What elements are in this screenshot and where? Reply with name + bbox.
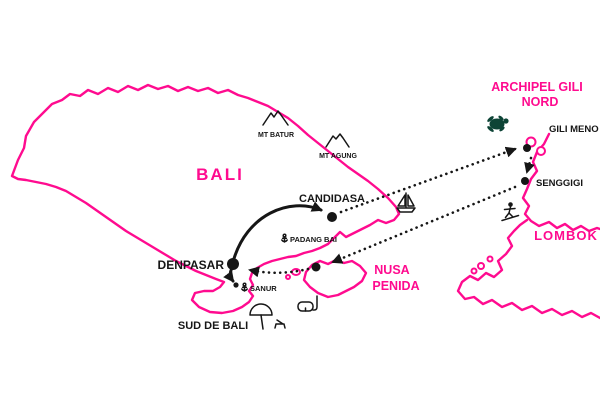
label-mt-agung: MT AGUNG [319,153,357,160]
route-senggigi-nusapenida [331,185,517,264]
label-bali: BALI [196,165,244,184]
label-lombok: LOMBOK [534,228,598,243]
label-archipel-gili-line1: ARCHIPEL GILI [491,80,582,94]
label-nusa-penida-line1: NUSA [374,263,409,277]
label-senggigi: SENGGIGI [536,178,583,189]
marker-nusa-penida [311,262,321,272]
mountain-icon [325,133,350,148]
nusa-ceningan-islet [285,274,291,280]
lombok-islet-3 [470,267,478,275]
label-sud-de-bali: SUD DE BALI [178,320,248,332]
label-candidasa: CANDIDASA [299,193,365,205]
mountain-icon [262,110,289,126]
label-nusa-penida-line2: PENIDA [372,279,419,293]
surfer-icon [501,202,520,222]
lombok-south-coast [456,218,600,320]
label-sanur: SANUR [250,284,277,293]
gili-island-2 [536,146,546,156]
marker-senggigi [521,177,529,185]
label-gili-meno: GILI MENO [549,124,599,135]
label-mt-batur: MT BATUR [258,132,294,139]
bali-island-outline [10,83,401,315]
lombok-islet-2 [486,255,494,263]
anchor-icon [241,282,248,292]
gili-island-1 [525,136,537,148]
marker-sanur [233,282,239,288]
beach-umbrella-icon [249,303,286,330]
marker-gili-meno [523,144,531,152]
route-nusapenida-denpasar [248,266,310,278]
sailboat-icon [396,192,416,213]
lombok-islet-1 [477,262,485,270]
marker-denpasar [227,258,239,270]
snorkel-mask-icon [297,295,318,312]
anchor-icon [281,233,288,243]
route-gilimeno-senggigi [524,156,535,174]
label-archipel-gili-line2: NORD [522,95,559,109]
label-padang-bai: PADANG BAI [290,235,337,244]
route-denpasar-candidasa [231,201,323,264]
marker-candidasa [327,212,337,222]
sea-turtle-icon [487,115,509,132]
label-denpasar: DENPASAR [158,258,225,272]
